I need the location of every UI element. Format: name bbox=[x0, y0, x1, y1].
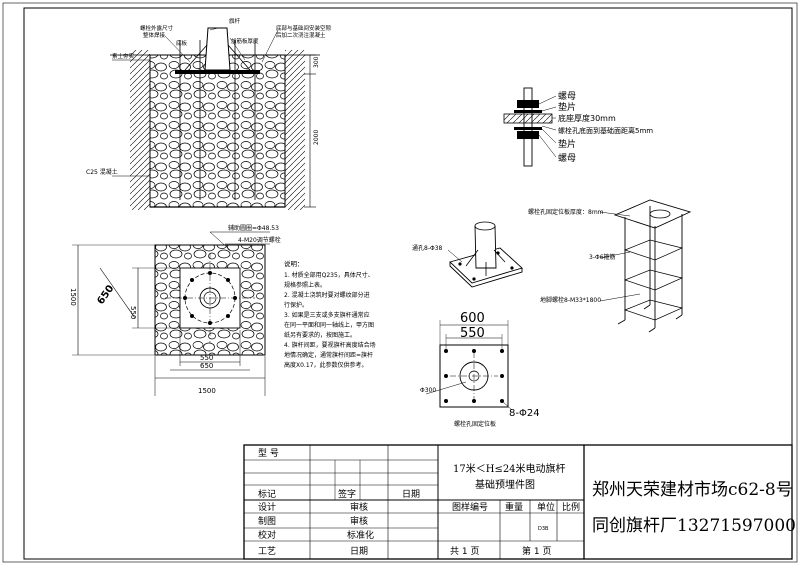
plate-holes: 8-Φ24 bbox=[509, 408, 540, 419]
tb-date-2: 日期 bbox=[350, 546, 368, 557]
label-base-plate: 底板 bbox=[176, 39, 188, 47]
label-install-gap: 底部与基础间安装空隙 bbox=[276, 24, 332, 32]
dim-550-vertical: 550 bbox=[129, 306, 137, 319]
base-iso-label: 通孔8-Φ38 bbox=[412, 244, 443, 252]
notes-line: 3. 如果是三支或多支旗杆通常应 bbox=[284, 311, 370, 319]
note-adjust-bolts: 4-M20调节螺栓 bbox=[238, 236, 281, 244]
dim-300: 300 bbox=[313, 56, 320, 68]
label-weld: 整体焊接 bbox=[143, 31, 166, 39]
notes-line: 纸另有要求的，按图施工。 bbox=[284, 331, 356, 339]
notes-line: 1. 材质全部用Q235，具体尺寸、 bbox=[284, 271, 374, 279]
tb-drawing-title-2: 基础预埋件图 bbox=[475, 478, 535, 491]
tb-model: 型 号 bbox=[258, 448, 279, 459]
plate-dim-550: 550 bbox=[460, 326, 485, 341]
tb-review-2: 审核 bbox=[350, 515, 368, 527]
notes-line: 高度X0.17，此参数仅供参考。 bbox=[284, 361, 367, 369]
dim-550-horizontal: 550 bbox=[200, 354, 213, 362]
tb-draw: 制图 bbox=[258, 515, 276, 527]
notes-line: 2. 混凝土浇筑时要对螺纹部分进 bbox=[284, 291, 370, 299]
company-phone: 同创旗杆厂13271597000 bbox=[592, 516, 796, 536]
dim-1500-horizontal: 1500 bbox=[198, 387, 216, 395]
plate-dim-600: 600 bbox=[460, 311, 485, 326]
company-address: 郑州天荣建材市场c62-8号 bbox=[592, 480, 793, 500]
plate-caption: 螺栓孔固定位板 bbox=[454, 420, 496, 428]
tb-check: 校对 bbox=[258, 529, 276, 541]
label-ground: 素土夯实 bbox=[112, 52, 135, 60]
tb-mark: 标记 bbox=[258, 488, 276, 500]
cage-plate-label: 螺栓孔固定位板厚度：8mm bbox=[528, 208, 604, 216]
tb-total-pages: 共 1 页 bbox=[450, 546, 479, 557]
label-flagpole: 旗杆 bbox=[229, 17, 241, 25]
notes-block: 说明： 1. 材质全部用Q235，具体尺寸、 规格参照上表。 2. 混凝土浇筑时… bbox=[284, 259, 376, 369]
cage-bolt-label: 地脚螺栓8-M33*1800 bbox=[540, 296, 601, 304]
tb-weight: 重量 bbox=[505, 501, 523, 513]
bolt-plate-thickness: 底座厚度30mm bbox=[558, 113, 616, 123]
base-plate-iso bbox=[447, 221, 523, 288]
tb-page-number: 第 1 页 bbox=[522, 545, 551, 557]
cage-hoop-label: 3-Φ6箍筋 bbox=[589, 253, 616, 261]
title-block bbox=[243, 444, 793, 560]
notes-line: 地情况确定，通常旗杆间距=旗杆 bbox=[284, 351, 373, 359]
notes-line: 在同一平面和同一轴线上，甲方图 bbox=[284, 321, 374, 329]
tb-unit: 单位 bbox=[537, 501, 555, 513]
notes-line: 行保护。 bbox=[284, 301, 308, 309]
label-secondary-grout: 后加二次浇注混凝土 bbox=[276, 31, 326, 39]
dim-1500-vertical: 1500 bbox=[69, 288, 77, 306]
bolt-washer-top: 垫片 bbox=[558, 101, 576, 113]
tb-sign: 签字 bbox=[338, 488, 356, 500]
dim-650-horizontal: 650 bbox=[200, 362, 213, 370]
tb-standard: 标准化 bbox=[347, 529, 374, 541]
bolt-washer-bottom: 垫片 bbox=[558, 138, 576, 150]
anchor-cage bbox=[599, 199, 692, 333]
bolt-nut-bottom: 螺母 bbox=[558, 153, 576, 164]
bolt-detail bbox=[503, 87, 557, 167]
bolt-gap: 螺栓孔底面到基础面距离5mm bbox=[558, 126, 653, 135]
tb-review-1: 审核 bbox=[350, 501, 368, 513]
bolt-nut-top: 螺母 bbox=[558, 91, 576, 102]
tb-date: 日期 bbox=[402, 489, 420, 500]
tb-craft: 工艺 bbox=[258, 546, 276, 557]
notes-line: 4. 旗杆间距，要视旗杆高度结合场 bbox=[284, 341, 376, 349]
foundation-elevation bbox=[110, 27, 320, 210]
tb-drawing-no: 图样编号 bbox=[452, 501, 488, 513]
tb-small-mark: D3B bbox=[538, 526, 549, 532]
note-aux-circle: 辅助圆圈=Φ48.53 bbox=[228, 224, 279, 232]
label-rib: 加筋板厚度 bbox=[231, 37, 259, 45]
label-concrete: C25 混凝土 bbox=[86, 168, 118, 176]
plate-dia-300: Φ300 bbox=[420, 387, 436, 394]
tb-drawing-title-1: 17米＜H≤24米电动旗杆 bbox=[453, 462, 566, 475]
notes-line: 规格参照上表。 bbox=[284, 281, 326, 289]
label-bolt-exposed: 螺栓外露尺寸 bbox=[140, 24, 174, 32]
foundation-plan bbox=[72, 231, 270, 396]
tb-scale: 比例 bbox=[562, 501, 580, 513]
tb-design: 设计 bbox=[258, 501, 276, 513]
dim-2000: 2000 bbox=[313, 130, 320, 145]
notes-title: 说明： bbox=[284, 259, 304, 268]
bolt-position-plate bbox=[425, 320, 513, 411]
